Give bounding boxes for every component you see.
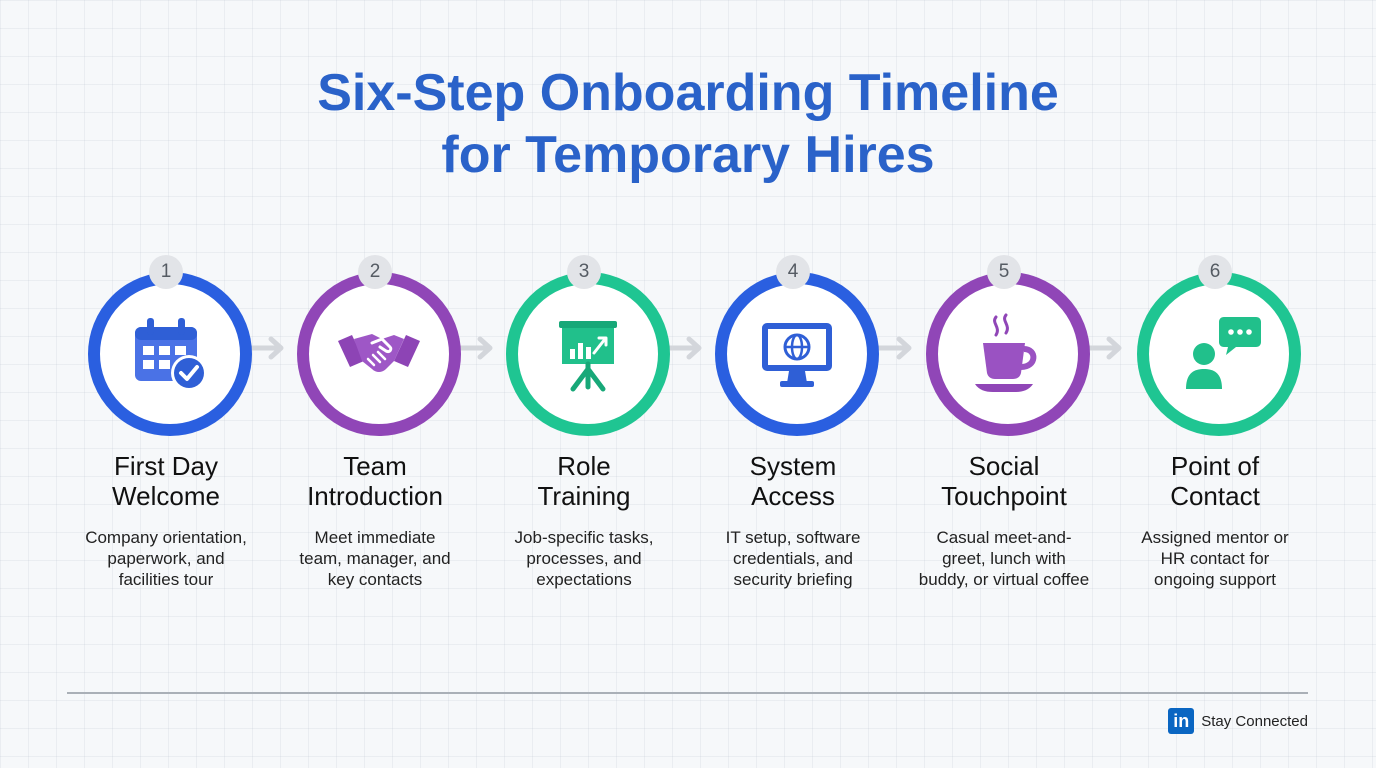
step-title-line: Access	[751, 481, 835, 511]
step-number-badge: 2	[358, 255, 392, 289]
step-description-line: processes, and	[526, 549, 642, 568]
step-description-line: buddy, or virtual coffee	[918, 570, 1090, 589]
step-description-line: Casual meet-and-	[936, 528, 1072, 547]
linkedin-icon: in	[1168, 708, 1195, 734]
step-description-line: credentials, and	[732, 549, 854, 568]
step-title-line: Social	[968, 451, 1040, 481]
step-description-line: key contacts	[327, 570, 423, 589]
coffee-cup-icon	[975, 313, 1037, 392]
title-line-1: Six-Step Onboarding Timeline	[317, 64, 1059, 122]
step-description-line: Job-specific tasks,	[514, 528, 654, 547]
step-title: Social Touchpoint	[899, 451, 1109, 511]
monitor-globe-icon	[762, 323, 832, 387]
step-description-line: security briefing	[733, 570, 853, 589]
step-title: Role Training	[479, 451, 689, 511]
step-number-badge: 6	[1198, 255, 1232, 289]
step-description-line: IT setup, software	[725, 528, 861, 547]
step-title-line: Role	[557, 451, 611, 481]
step-description-line: ongoing support	[1154, 570, 1276, 589]
step-circle	[88, 272, 252, 436]
step-description: Assigned mentor or HR contact for ongoin…	[1110, 527, 1320, 590]
step-number-badge: 5	[987, 255, 1021, 289]
step-description: IT setup, software credentials, and secu…	[688, 527, 898, 590]
step-circle	[715, 272, 879, 436]
step-description: Casual meet-and- greet, lunch with buddy…	[899, 527, 1109, 590]
step-description-line: HR contact for	[1160, 549, 1270, 568]
step-title-line: System	[749, 451, 837, 481]
step-number-badge: 1	[149, 255, 183, 289]
step-description: Company orientation, paperwork, and faci…	[61, 527, 271, 590]
arrow-right-icon	[667, 336, 702, 360]
page-title: Six-Step Onboarding Timeline for Tempora…	[0, 62, 1376, 186]
step-title-line: Point of	[1170, 451, 1260, 481]
step-number-badge: 3	[567, 255, 601, 289]
step-title-line: Training	[537, 481, 631, 511]
step-title-line: Team	[343, 451, 407, 481]
person-chat-icon	[1186, 317, 1261, 389]
step-title: System Access	[688, 451, 898, 511]
presentation-board-icon	[559, 321, 617, 392]
arrow-right-icon	[249, 336, 284, 360]
step-description-line: team, manager, and	[299, 549, 451, 568]
step-circle	[297, 272, 461, 436]
step-description: Job-specific tasks, processes, and expec…	[479, 527, 689, 590]
step-title: Team Introduction	[270, 451, 480, 511]
arrow-right-icon	[877, 336, 912, 360]
footer-divider	[67, 692, 1308, 694]
handshake-icon	[338, 334, 420, 372]
arrow-right-icon	[1087, 336, 1122, 360]
step-title: First Day Welcome	[61, 451, 271, 511]
step-description-line: greet, lunch with	[942, 549, 1066, 568]
step-title-line: First Day	[114, 451, 218, 481]
footer-link[interactable]: in Stay Connected	[1168, 708, 1308, 734]
step-circle	[926, 272, 1090, 436]
step-circle	[1137, 272, 1301, 436]
step-description-line: expectations	[536, 570, 632, 589]
step-title-line: Touchpoint	[941, 481, 1067, 511]
step-description-line: facilities tour	[118, 570, 214, 589]
arrow-right-icon	[458, 336, 493, 360]
step-number-badge: 4	[776, 255, 810, 289]
step-description: Meet immediate team, manager, and key co…	[270, 527, 480, 590]
step-title-line: Welcome	[112, 481, 220, 511]
step-title: Point of Contact	[1110, 451, 1320, 511]
step-title-line: Introduction	[307, 481, 443, 511]
title-line-2: for Temporary Hires	[441, 126, 935, 184]
step-title-line: Contact	[1170, 481, 1260, 511]
footer-label: Stay Connected	[1201, 712, 1308, 730]
step-description-line: Company orientation,	[85, 528, 247, 547]
step-description-line: Meet immediate	[314, 528, 436, 547]
step-circle	[506, 272, 670, 436]
step-description-line: Assigned mentor or	[1141, 528, 1289, 547]
step-description-line: paperwork, and	[107, 549, 225, 568]
calendar-check-icon	[135, 318, 207, 391]
